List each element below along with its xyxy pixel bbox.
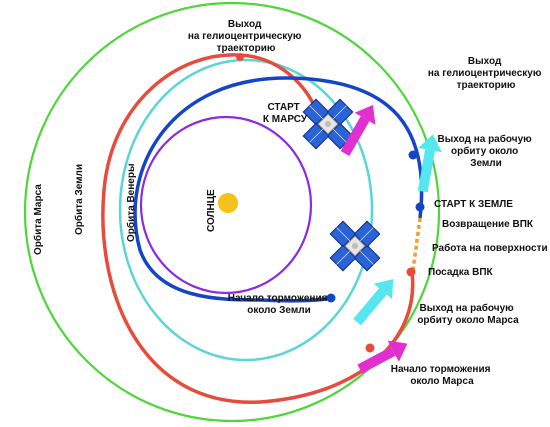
dot-landing-vpk [406, 267, 416, 277]
mars-orbit-label: Орбита Марса [32, 184, 44, 255]
label-work-orbit-mars: Выход на рабочую орбиту около Марса [417, 302, 519, 326]
dot-braking-mars [365, 343, 375, 353]
earth-orbit-label: Орбита Земли [73, 164, 85, 235]
sun-icon [218, 193, 238, 213]
earth-orbit [118, 58, 374, 362]
mars-orbit [23, 1, 441, 423]
label-exit-helio-right: Выход на гелиоцентрическую траекторию [428, 56, 544, 91]
dot-start-earth [415, 202, 425, 212]
arrow-icon [353, 279, 394, 326]
label-start-earth: СТАРТ К ЗЕМЛЕ [434, 199, 513, 210]
arrow-icon [417, 134, 442, 193]
label-surface-work: Работа на поверхности [432, 242, 548, 254]
label-braking-mars: Начало торможения около Марса [391, 364, 493, 387]
label-braking-earth: Начало торможения около Земли [228, 293, 330, 316]
arrow-icon [357, 340, 408, 374]
dot-braking-earth [326, 293, 336, 303]
label-landing-vpk: Посадка ВПК [428, 267, 494, 278]
label-start-mars: СТАРТ К МАРСУ [263, 102, 308, 125]
label-work-orbit-earth: Выход на рабочую орбиту около Земли [438, 133, 535, 169]
surface-segment [411, 217, 422, 271]
label-exit-helio-top: Выход на гелиоцентрическую траекторию [188, 19, 304, 54]
venus-orbit-label: Орбита Венеры [125, 164, 137, 242]
dot-exit-helio-top [236, 53, 244, 61]
trajectory-to-earth [133, 76, 424, 303]
label-return-vpk: Возвращение ВПК [442, 219, 534, 230]
spacecraft-icon [317, 208, 393, 284]
dot-work-orbit-earth [408, 150, 418, 160]
arrow-icon [340, 104, 376, 156]
venus-orbit [139, 115, 313, 295]
sun-label: СОЛНЦЕ [206, 189, 217, 232]
